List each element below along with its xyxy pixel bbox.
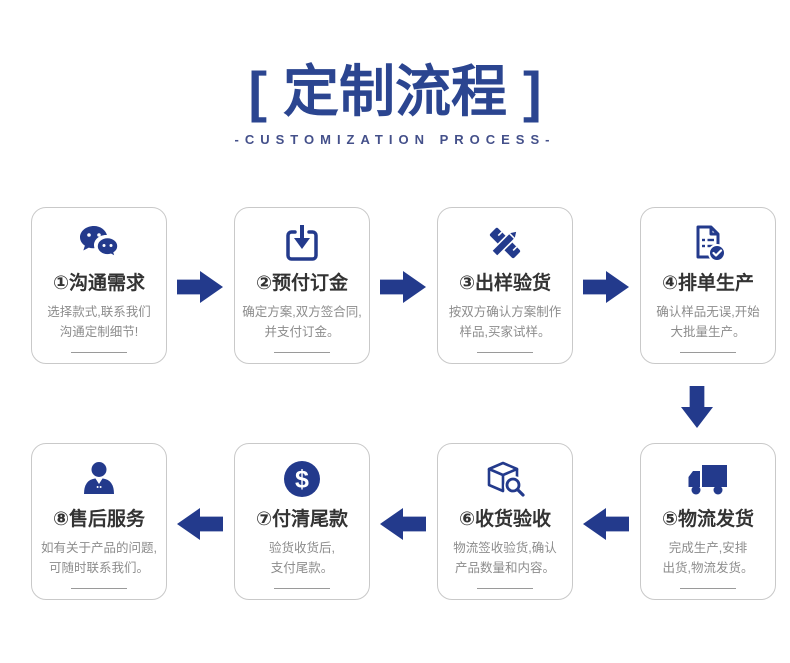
desc-line: 样品,买家试样。 (459, 325, 551, 339)
page-subtitle: -CUSTOMIZATION PROCESS- (234, 132, 556, 147)
step-description: 确认样品无误,开始 大批量生产。 (656, 302, 759, 342)
desc-line: 物流签收验货,确认 (453, 541, 557, 555)
step-description: 如有关于产品的问题, 可随时联系我们。 (41, 538, 157, 578)
step-number: ① (52, 273, 70, 294)
step-number: ⑤ (661, 509, 679, 530)
desc-line: 确认样品无误,开始 (656, 305, 760, 319)
step-card-6: ⑥收货验收 物流签收验货,确认 产品数量和内容。 (437, 443, 573, 600)
flow-arrow-right-1 (177, 271, 223, 303)
step-description: 确定方案,双方签合同, 并支付订金。 (242, 302, 361, 342)
desc-line: 完成生产,安排 (668, 541, 748, 555)
left-bracket: [ (248, 60, 267, 123)
desc-line: 确定方案,双方签合同, (242, 305, 362, 319)
desc-line: 选择款式,联系我们 (47, 305, 151, 319)
divider (274, 352, 330, 353)
desc-line: 大批量生产。 (670, 325, 746, 339)
desc-line: 出货,物流发货。 (662, 561, 754, 575)
step-card-3: ③出样验货 按双方确认方案制作 样品,买家试样。 (437, 207, 573, 364)
desc-line: 按双方确认方案制作 (448, 305, 562, 319)
step-card-8: ⑧售后服务 如有关于产品的问题, 可随时联系我们。 (31, 443, 167, 600)
page-title-text: 定制流程 (283, 60, 507, 123)
desc-line: 可随时联系我们。 (48, 561, 149, 575)
divider (477, 352, 533, 353)
divider (680, 352, 736, 353)
step-description: 按双方确认方案制作 样品,买家试样。 (449, 302, 562, 342)
step-card-1: ①沟通需求 选择款式,联系我们 沟通定制细节! (31, 207, 167, 364)
right-bracket: ] (523, 60, 542, 123)
step-number: ④ (661, 273, 679, 294)
checklist-icon (688, 221, 728, 265)
deposit-icon (282, 221, 322, 265)
step-title: ③出样验货 (459, 268, 551, 295)
step-number: ③ (458, 273, 476, 294)
header: [ 定制流程 ] -CUSTOMIZATION PROCESS- (0, 62, 790, 148)
desc-line: 并支付订金。 (264, 325, 340, 339)
svg-text:$: $ (295, 466, 309, 494)
step-number: ⑧ (52, 509, 70, 530)
step-title: ②预付订金 (256, 268, 348, 295)
service-person-icon (79, 457, 119, 501)
ruler-pencil-icon (483, 221, 527, 265)
flow-arrow-left-1 (583, 508, 629, 540)
step-description: 物流签收验货,确认 产品数量和内容。 (453, 538, 556, 578)
divider (71, 588, 127, 589)
step-description: 完成生产,安排 出货,物流发货。 (663, 538, 754, 578)
step-number: ⑥ (458, 509, 476, 530)
divider (477, 588, 533, 589)
desc-line: 支付尾款。 (270, 561, 334, 575)
desc-line: 产品数量和内容。 (454, 561, 555, 575)
step-title-text: 售后服务 (69, 509, 146, 530)
step-description: 验货收货后, 支付尾款。 (269, 538, 335, 578)
flow-arrow-right-3 (583, 271, 629, 303)
step-title-text: 预付订金 (272, 273, 349, 294)
step-title: ⑤物流发货 (662, 504, 754, 531)
step-card-4: ④排单生产 确认样品无误,开始 大批量生产。 (640, 207, 776, 364)
step-description: 选择款式,联系我们 沟通定制细节! (47, 302, 150, 342)
step-number: ② (255, 273, 273, 294)
divider (71, 352, 127, 353)
flow-arrow-left-3 (177, 508, 223, 540)
step-card-5: ⑤物流发货 完成生产,安排 出货,物流发货。 (640, 443, 776, 600)
wechat-icon (77, 221, 121, 265)
desc-line: 验货收货后, (269, 541, 335, 555)
step-title: ⑦付清尾款 (256, 504, 348, 531)
flow-arrow-left-2 (380, 508, 426, 540)
step-title-text: 出样验货 (475, 273, 552, 294)
step-title-text: 付清尾款 (272, 509, 349, 530)
step-title: ①沟通需求 (53, 268, 145, 295)
page-title: [ 定制流程 ] (0, 62, 790, 122)
step-title-text: 排单生产 (678, 273, 755, 294)
step-title: ⑥收货验收 (459, 504, 551, 531)
divider (274, 588, 330, 589)
step-title-text: 收货验收 (475, 509, 552, 530)
package-inspect-icon (483, 457, 527, 501)
step-title-text: 沟通需求 (69, 273, 146, 294)
flow-arrow-down (681, 386, 713, 428)
flow-arrow-right-2 (380, 271, 426, 303)
truck-icon (685, 457, 731, 501)
step-number: ⑦ (255, 509, 273, 530)
step-title: ⑧售后服务 (53, 504, 145, 531)
dollar-icon: $ (282, 457, 322, 501)
step-title: ④排单生产 (662, 268, 754, 295)
step-title-text: 物流发货 (678, 509, 755, 530)
desc-line: 沟通定制细节! (59, 325, 139, 339)
desc-line: 如有关于产品的问题, (41, 541, 157, 555)
step-card-7: $ ⑦付清尾款 验货收货后, 支付尾款。 (234, 443, 370, 600)
step-card-2: ②预付订金 确定方案,双方签合同, 并支付订金。 (234, 207, 370, 364)
divider (680, 588, 736, 589)
